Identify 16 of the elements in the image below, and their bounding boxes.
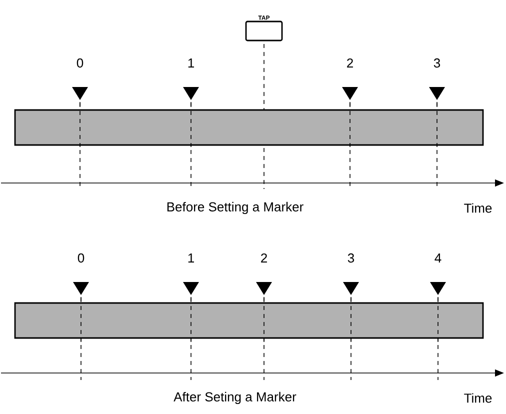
caption: After Seting a Marker <box>174 392 296 404</box>
marker-number: 2 <box>347 58 353 68</box>
marker-number: 1 <box>188 58 194 68</box>
caption: Time <box>464 393 492 403</box>
marker-number: 4 <box>434 254 442 262</box>
marker-number: 2 <box>261 253 267 263</box>
marker-number: 3 <box>348 253 354 263</box>
caption: Before Setting a Marker <box>167 202 304 214</box>
marker-number: 0 <box>78 253 84 263</box>
track-bar <box>14 109 484 146</box>
marker-number: 0 <box>76 58 84 68</box>
track-bar <box>14 302 484 339</box>
tap-button <box>245 20 283 42</box>
marker-number: 1 <box>188 254 194 262</box>
marker-number: 3 <box>434 58 440 68</box>
caption: Time <box>464 203 492 213</box>
